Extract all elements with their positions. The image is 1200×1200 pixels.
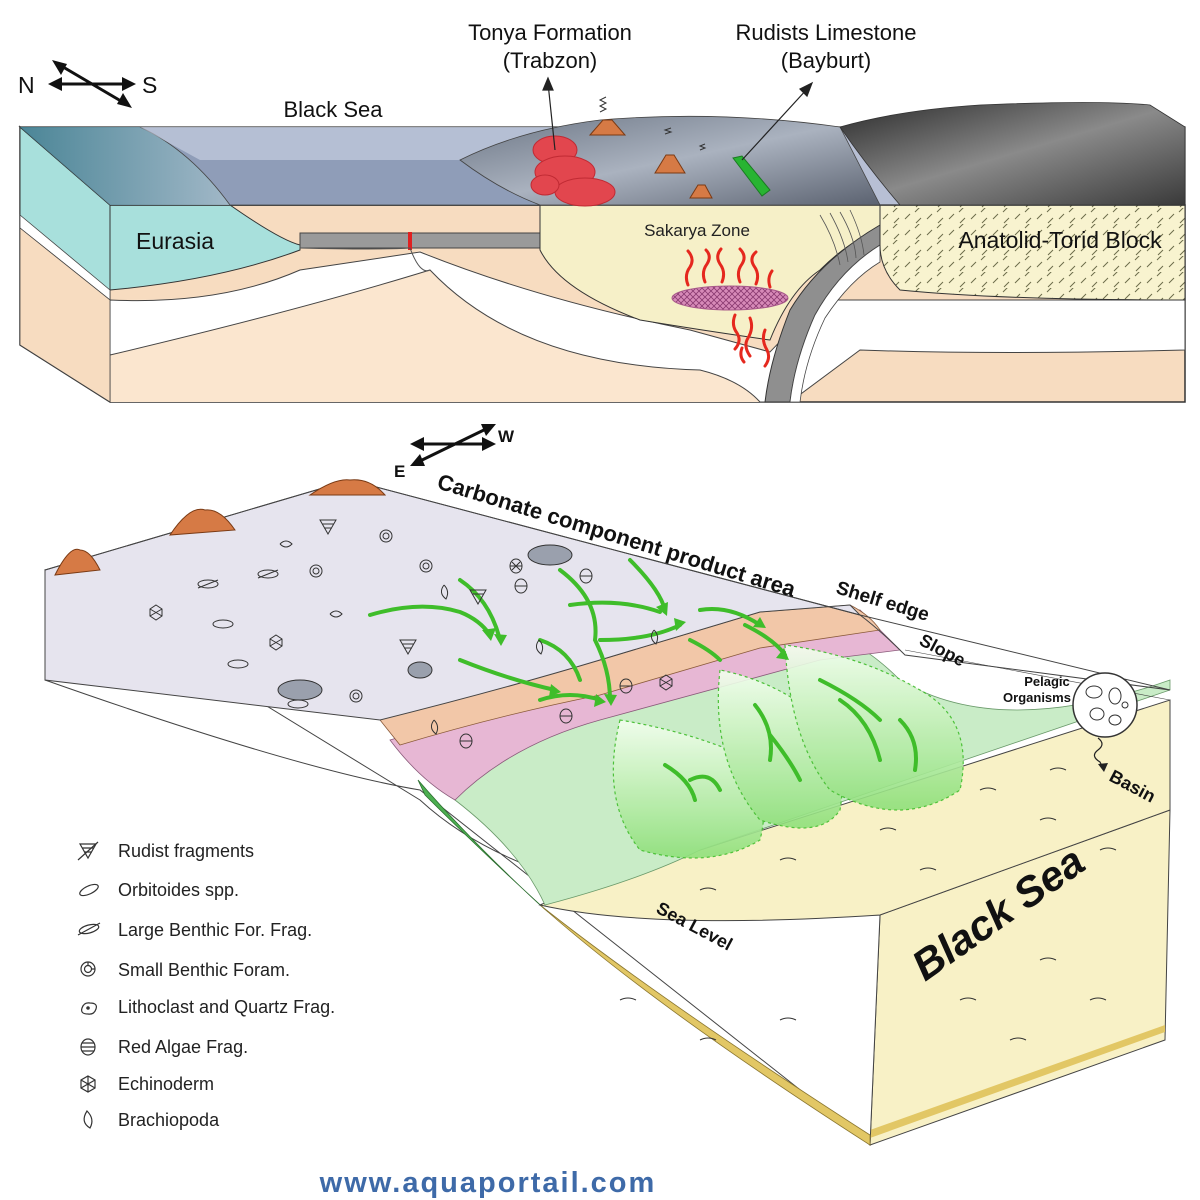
rudists-limestone-location: (Bayburt) bbox=[781, 48, 871, 73]
rudist-icon bbox=[77, 841, 99, 861]
carbonate-shelf bbox=[44, 479, 862, 721]
slope-label: Slope bbox=[916, 630, 969, 671]
legend-label-large-benthic: Large Benthic For. Frag. bbox=[118, 920, 312, 940]
shelf-volcanoes bbox=[54, 479, 387, 576]
echinoderm-icon bbox=[80, 1075, 96, 1093]
rudists-limestone-label: Rudists Limestone bbox=[736, 20, 917, 45]
legend-label-brachiopoda: Brachiopoda bbox=[118, 1110, 220, 1130]
compass-east-west: E W bbox=[394, 424, 515, 481]
fossil-fragments bbox=[149, 519, 673, 749]
pelagic-label: Pelagic bbox=[1024, 674, 1070, 689]
compass-north-south: N S bbox=[18, 60, 157, 108]
rudists-outcrop bbox=[732, 155, 771, 197]
volcano-icons bbox=[588, 119, 713, 199]
red-algae-icon bbox=[80, 1038, 96, 1056]
sakarya-zone-label: Sakarya Zone bbox=[644, 221, 750, 240]
bottom-block-diagram: E W Carbonate component product area She… bbox=[44, 424, 1171, 1146]
compass-north-label: N bbox=[18, 72, 35, 98]
pelagic-organisms-circle bbox=[1072, 672, 1138, 772]
tonya-formation-outcrop bbox=[530, 135, 616, 207]
watermark: www.aquaportail.com bbox=[319, 1167, 657, 1199]
legend-label-orbitoides: Orbitoides spp. bbox=[118, 880, 239, 900]
small-benthic-icon bbox=[80, 961, 96, 977]
fossil-legend: Rudist fragments Orbitoides spp. Large B… bbox=[77, 841, 335, 1130]
shelf-organisms bbox=[277, 544, 573, 701]
basin-dashes bbox=[619, 767, 1117, 1041]
magma-flames bbox=[684, 247, 774, 368]
lithosphere-band bbox=[110, 250, 780, 402]
current-arrows bbox=[368, 558, 918, 802]
brachiopoda-icon bbox=[83, 1110, 93, 1129]
lithosphere-white bbox=[109, 251, 1186, 403]
anatolid-torid-label: Anatolid-Torid Block bbox=[958, 227, 1162, 253]
legend-label-small-benthic: Small Benthic Foram. bbox=[118, 960, 290, 980]
legend-label-lithoclast: Lithoclast and Quartz Frag. bbox=[118, 997, 335, 1017]
legend-label-rudist: Rudist fragments bbox=[118, 841, 254, 861]
magma-chamber bbox=[671, 285, 789, 311]
black-sea-label: Black Sea bbox=[283, 97, 383, 122]
orbitoides-icon bbox=[79, 883, 99, 897]
compass-west-label: W bbox=[498, 427, 515, 446]
lithoclast-icon bbox=[81, 1002, 97, 1015]
anatolid-block bbox=[879, 204, 1186, 301]
eurasia-block bbox=[109, 204, 301, 291]
large-benthic-icon bbox=[77, 922, 101, 936]
legend-label-red-algae: Red Algae Frag. bbox=[118, 1037, 248, 1057]
anatolid-mountains bbox=[839, 102, 1186, 206]
compass-south-label: S bbox=[142, 72, 157, 98]
compass-east-label: E bbox=[394, 462, 405, 481]
organisms-label: Organisms bbox=[1003, 690, 1071, 705]
legend-label-echinoderm: Echinoderm bbox=[118, 1074, 214, 1094]
spreading-ridge bbox=[408, 232, 412, 250]
slope-strata bbox=[417, 779, 871, 1146]
eurasia-label: Eurasia bbox=[136, 228, 214, 254]
tonya-formation-location: (Trabzon) bbox=[503, 48, 598, 73]
oceanic-crust bbox=[299, 232, 541, 249]
tonya-formation-label: Tonya Formation bbox=[468, 20, 632, 45]
top-block-diagram: N S Black Sea Tonya Formation (Trabzon) … bbox=[18, 20, 1186, 403]
